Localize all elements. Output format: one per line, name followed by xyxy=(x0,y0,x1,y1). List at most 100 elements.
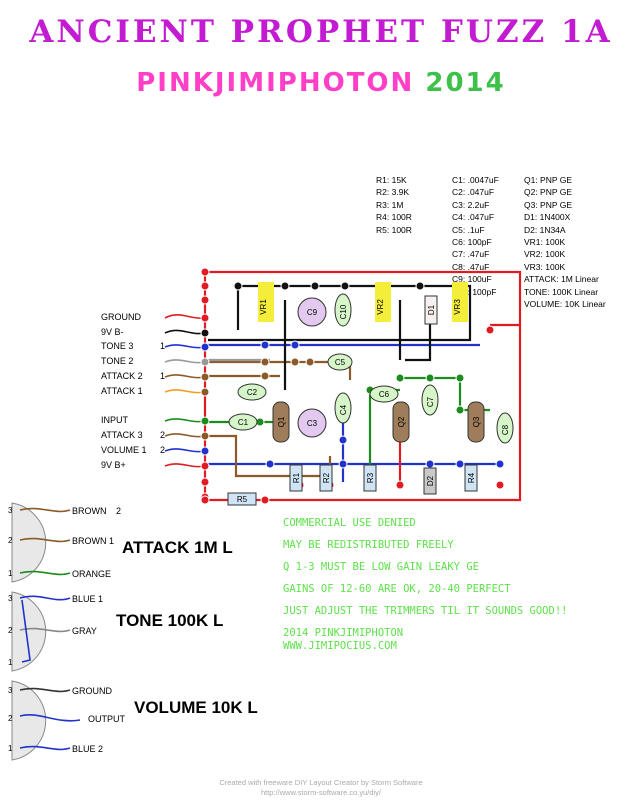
tone-lug-2: 2 xyxy=(8,626,13,635)
c7-capacitor xyxy=(421,384,439,416)
part-entry: C9: 100uF xyxy=(452,274,492,285)
r5-resistor xyxy=(227,492,257,506)
part-entry: C10: 100pF xyxy=(452,286,497,297)
attack-wire-label-brown: BROWN xyxy=(72,506,107,516)
vr1-trimmer xyxy=(258,282,274,322)
pad xyxy=(485,325,495,335)
wire-attack2 xyxy=(164,374,206,379)
pad xyxy=(200,281,210,291)
tone-lug-3: 3 xyxy=(8,594,13,603)
volume-lug-1: 1 xyxy=(8,744,13,753)
wire-label-attack3: ATTACK 3 xyxy=(101,430,143,440)
wire-number-attack3: 2 xyxy=(160,430,166,440)
note-line: COMMERCIAL USE DENIED xyxy=(283,517,416,529)
part-entry: R2: 3.9K xyxy=(376,187,410,198)
parts-list-caps: C1: .0047uF C2: .047uF C3: 2.2uF C4: .04… xyxy=(452,174,499,298)
footer-line: http://www.storm-software.co.yu/diy/ xyxy=(260,788,382,797)
pad xyxy=(425,373,435,383)
c5-label: C5 xyxy=(335,358,346,367)
volume-wire-label-output: OUTPUT xyxy=(88,714,125,724)
footer-credit: Created with freeware DIY Layout Creator… xyxy=(0,778,642,798)
wire-9v-minus xyxy=(164,329,206,335)
wire-tone2 xyxy=(164,359,206,364)
volume-wire-label-blue2: BLUE 2 xyxy=(72,744,104,754)
c4-capacitor xyxy=(334,392,352,424)
pad xyxy=(200,461,210,471)
r2-label: R2 xyxy=(322,472,331,483)
parts-list-resistors: R1: 15K R2: 3.9K R3: 1M R4: 100R R5: 100… xyxy=(376,174,412,236)
pad xyxy=(200,295,210,305)
wire-9v-plus xyxy=(164,463,206,468)
pad xyxy=(200,328,210,338)
wire-tone3 xyxy=(164,344,206,349)
attack-lug-3: 3 xyxy=(8,506,13,515)
attack-lug-2: 2 xyxy=(8,536,13,545)
q3-transistor xyxy=(467,401,485,443)
c10-capacitor xyxy=(334,293,352,327)
note-line: MAY BE REDISTRIBUTED FREELY xyxy=(283,539,454,551)
r1-label: R1 xyxy=(292,472,301,483)
c9-label: C9 xyxy=(307,308,318,317)
pad xyxy=(290,357,300,367)
wire-label-tone3: TONE 3 xyxy=(101,341,134,351)
part-entry: C8: .47uF xyxy=(452,261,490,272)
part-entry: R3: 1M xyxy=(376,199,404,210)
pad xyxy=(395,373,405,383)
wire-label-tone2: TONE 2 xyxy=(101,356,134,366)
tone-wire-blue1 xyxy=(19,595,71,601)
pad xyxy=(340,281,350,291)
part-entry: VR2: 100K xyxy=(524,249,566,260)
vr2-trimmer xyxy=(375,282,391,322)
volume-wire-output xyxy=(19,714,81,722)
note-line: 2014 PINKJIMIPHOTON xyxy=(283,627,404,639)
c3-label: C3 xyxy=(307,419,318,428)
tone-wire-label-blue1: BLUE 1 xyxy=(72,594,104,604)
part-entry: C3: 2.2uF xyxy=(452,199,490,210)
attack-wire-brown xyxy=(19,507,71,513)
vr3-trimmer xyxy=(452,282,468,322)
pad xyxy=(455,373,465,383)
attack-wire-number: 2 xyxy=(116,506,122,516)
note-line: WWW.JIMIPOCIUS.COM xyxy=(283,640,397,652)
q2-transistor xyxy=(392,401,410,443)
pad xyxy=(338,459,348,469)
pad xyxy=(290,340,300,350)
trace-black-d1 xyxy=(405,310,432,362)
pad xyxy=(455,459,465,469)
part-entry: C5: .1uF xyxy=(452,224,485,235)
c6-capacitor xyxy=(369,385,399,403)
attack-pot-name: ATTACK 1M L xyxy=(122,538,233,557)
pad xyxy=(260,340,270,350)
volume-wire-blue2 xyxy=(19,745,71,751)
c8-capacitor xyxy=(496,412,514,444)
vr1-label: VR1 xyxy=(259,299,268,315)
d1-diode xyxy=(424,295,438,325)
pad xyxy=(200,446,210,456)
r4-label: R4 xyxy=(467,472,476,483)
part-entry: C1: .0047uF xyxy=(452,175,499,185)
volume-pot-name: VOLUME 10K L xyxy=(134,698,258,717)
tone-pot-name: TONE 100K L xyxy=(116,611,224,630)
wire-attack1 xyxy=(164,389,206,394)
tone-pot-body xyxy=(11,591,47,672)
notes-block: COMMERCIAL USE DENIED MAY BE REDISTRIBUT… xyxy=(283,517,633,662)
vr2-label: VR2 xyxy=(376,299,385,315)
r2-resistor xyxy=(319,464,333,492)
pad xyxy=(415,281,425,291)
c1-label: C1 xyxy=(238,418,249,427)
page-subtitle: PINKJIMIPHOTON 2014 xyxy=(0,68,642,98)
c7-label: C7 xyxy=(426,396,435,407)
page-title: ANCIENT PROPHET FUZZ 1A xyxy=(29,14,613,50)
attack-wire-brown1 xyxy=(19,537,71,543)
part-entry: D1: 1N400X xyxy=(524,212,571,223)
wire-label-9v-minus: 9V B- xyxy=(101,327,124,337)
pad xyxy=(455,405,465,415)
wire-volume1 xyxy=(164,448,206,453)
part-entry: R5: 100R xyxy=(376,224,412,235)
pad xyxy=(310,281,320,291)
volume-lug-2: 2 xyxy=(8,714,13,723)
c6-label: C6 xyxy=(379,390,390,399)
pad xyxy=(280,281,290,291)
part-entry: Q1: PNP GE xyxy=(524,175,573,185)
part-entry: VR1: 100K xyxy=(524,237,566,248)
